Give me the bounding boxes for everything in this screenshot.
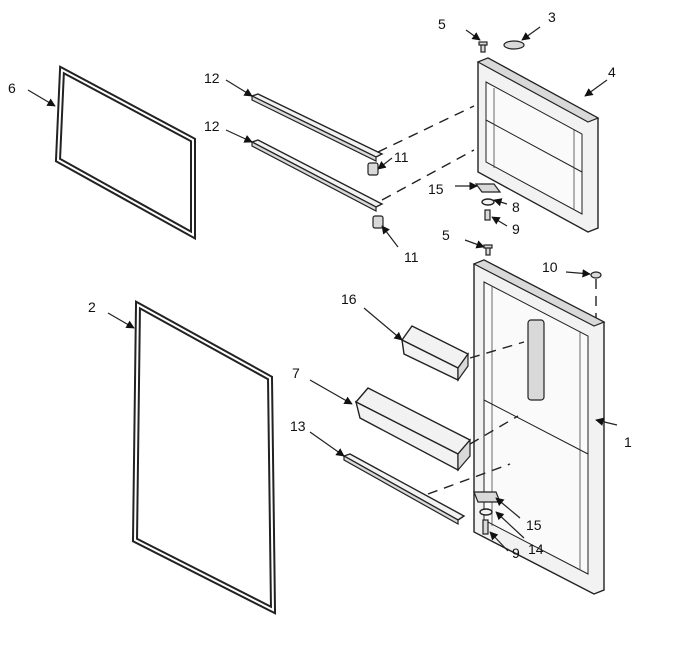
callout-8: 8 (512, 199, 520, 215)
hinge-screw-middle (483, 244, 493, 256)
callout-7: 7 (292, 365, 300, 381)
callout-15-upper: 15 (428, 181, 444, 197)
hinge-cover-screw (590, 271, 602, 279)
dairy-bin-small (400, 325, 470, 382)
callout-9-upper: 9 (512, 221, 520, 237)
callout-5-top: 5 (438, 16, 446, 32)
callout-12-lower: 12 (204, 118, 220, 134)
callout-12-upper: 12 (204, 70, 220, 86)
callout-leaders (27, 26, 618, 552)
trim-end-cap-upper (367, 162, 379, 176)
freezer-trim-upper (250, 93, 384, 162)
assembly-lines (377, 105, 597, 495)
callout-15-lower: 15 (526, 517, 542, 533)
trim-end-cap-lower (372, 215, 384, 229)
callout-11-upper: 11 (394, 149, 409, 165)
hinge-screw-top (478, 41, 488, 53)
door-plug (503, 40, 525, 50)
callout-2: 2 (88, 299, 96, 315)
callout-10: 10 (542, 259, 558, 275)
callout-5-middle: 5 (442, 227, 450, 243)
callout-3: 3 (548, 9, 556, 25)
door-bin-large (354, 387, 472, 472)
freezer-door (476, 57, 600, 233)
freezer-trim-lower (250, 139, 384, 212)
bottom-hinge (473, 491, 501, 535)
callout-11-lower: 11 (404, 249, 419, 265)
callout-6: 6 (8, 80, 16, 96)
callout-1: 1 (624, 434, 632, 450)
callout-13: 13 (290, 418, 306, 434)
callout-14: 14 (528, 541, 544, 557)
callout-16: 16 (341, 291, 357, 307)
fresh-food-trim (342, 453, 466, 526)
freezer-gasket (54, 65, 196, 241)
callout-4: 4 (608, 64, 616, 80)
fresh-food-door (472, 259, 606, 595)
center-hinge-upper (474, 183, 502, 221)
fresh-food-gasket (131, 299, 277, 615)
callout-labels: 1 2 3 4 5 5 6 7 8 9 9 10 11 11 12 12 13 … (8, 9, 632, 561)
callout-9-lower: 9 (512, 545, 520, 561)
